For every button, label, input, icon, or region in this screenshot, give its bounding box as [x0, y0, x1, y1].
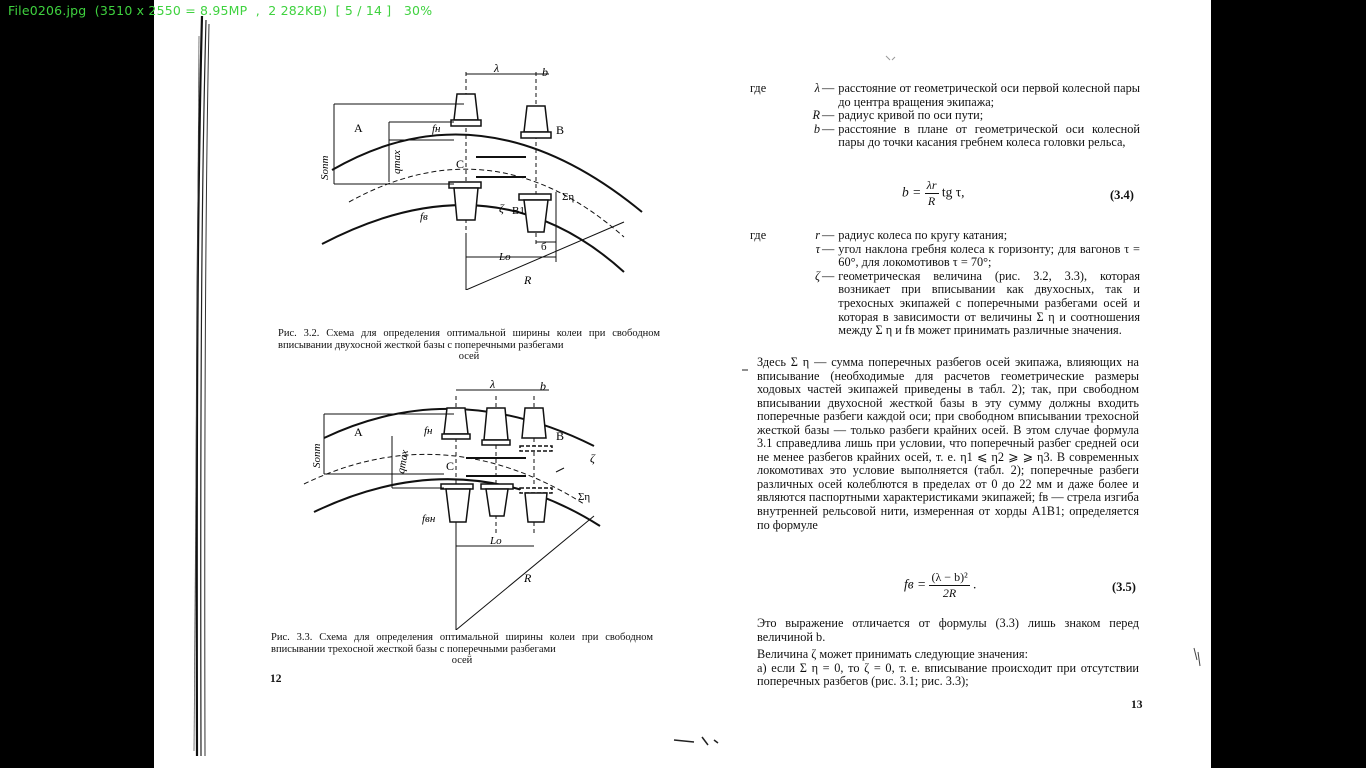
- definition-item: где r — радиус колеса по кругу катания;: [750, 228, 1008, 242]
- label-B1: B1: [512, 205, 525, 217]
- label-Lo: Lo: [489, 535, 502, 547]
- figure-3-2: λ b A B C fн qmax Sопт fв ζ B1 Ση б Lo R: [319, 62, 643, 290]
- paragraph-sum-of-clearances: Здесь Σ η — сумма поперечных разбегов ос…: [757, 355, 1139, 532]
- book-spine: [193, 16, 210, 756]
- label-qmax: qmax: [391, 150, 403, 174]
- label-lambda: λ: [489, 377, 495, 391]
- definitions-1: где λ — расстояние от геометрической оси…: [750, 81, 1140, 150]
- label-Lo: Lo: [498, 251, 511, 263]
- label-A: A: [354, 121, 363, 135]
- label-A: A: [354, 425, 363, 439]
- label-R: R: [523, 273, 532, 287]
- definition-item: τ — угол наклона гребня колеса к горизон…: [815, 241, 1140, 270]
- label-zeta: ζ: [499, 201, 505, 215]
- label-sopt: Sопт: [319, 156, 331, 181]
- label-sigma: Ση: [562, 191, 574, 203]
- label-b2: б: [541, 241, 547, 253]
- label-B: B: [556, 123, 564, 137]
- definition-item: ζ — геометрическая величина (рис. 3.2, 3…: [815, 268, 1140, 338]
- figure-3-3: λ b A B C fн qmax Sопт fвн ζ Ση Lo R: [303, 377, 601, 630]
- equation-number-3-5: (3.5): [1112, 580, 1136, 594]
- page-number-left: 12: [270, 673, 282, 685]
- scan-artifacts: [673, 55, 1201, 746]
- equation-number-3-4: (3.4): [1110, 188, 1134, 202]
- page-number-right: 13: [1131, 699, 1143, 711]
- label-R: R: [523, 571, 532, 585]
- label-b: b: [540, 379, 546, 393]
- label-fvn: fвн: [422, 513, 436, 525]
- paragraph-expression: Это выражение отличается от формулы (3.3…: [757, 616, 1139, 644]
- label-fn: fн: [432, 123, 441, 135]
- label-zeta: ζ: [590, 451, 596, 465]
- label-sigma: Ση: [578, 491, 590, 503]
- definition-item: R — радиус кривой по оси пути;: [812, 108, 984, 123]
- definitions-2: где r — радиус колеса по кругу катания; …: [750, 228, 1140, 338]
- label-fn: fн: [424, 425, 433, 437]
- label-sopt: Sопт: [311, 444, 323, 469]
- label-C: C: [446, 459, 454, 473]
- label-b: b: [542, 65, 548, 79]
- viewer-status-bar: File0206.jpg (3510 x 2550 = 8.95MP , 2 2…: [8, 3, 433, 18]
- label-lambda: λ: [493, 62, 499, 75]
- label-C: C: [456, 157, 464, 171]
- paragraph-zeta-values: Величина ζ может принимать следующие зна…: [757, 647, 1139, 689]
- definition-item: b — расстояние в плане от геометрической…: [813, 121, 1140, 150]
- figure-3-2-caption: Рис. 3.2. Схема для определения оптималь…: [278, 328, 660, 362]
- scanned-page: λ b A B C fн qmax Sопт fв ζ B1 Ση б Lo R…: [154, 0, 1211, 768]
- label-B: B: [556, 429, 564, 443]
- definition-item: где λ — расстояние от геометрической оси…: [750, 81, 1140, 109]
- figure-3-3-caption: Рис. 3.3. Схема для определения оптималь…: [271, 632, 653, 666]
- label-qmax: qmax: [395, 449, 411, 475]
- label-fv: fв: [420, 211, 428, 223]
